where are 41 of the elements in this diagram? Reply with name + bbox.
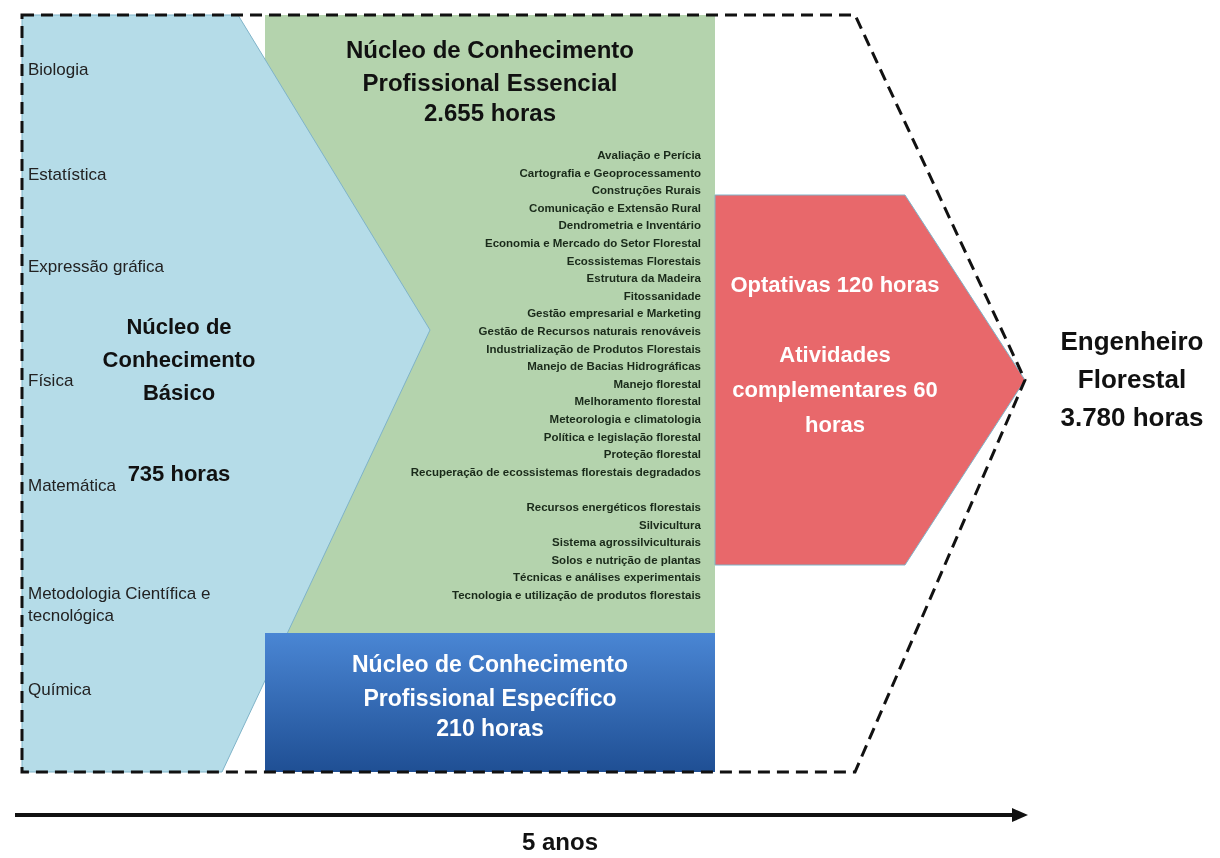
course-name: Manejo de Bacias Hidrográficas [526,359,701,375]
course-name: Industrialização de Produtos Florestais [485,341,701,357]
activity-label: Atividades complementares 60 horas [731,341,939,439]
course-name: Biologia [28,59,90,81]
course-name: Gestão de Recursos naturais renováveis [477,324,701,339]
section-heading: Núcleo de Conhecimento Profissional Específico [350,650,629,713]
section-heading: Núcleo de Conhecimento Profissional Essencial [344,35,635,98]
elective-label: Optativas 120 horas [729,271,941,299]
course-name: Tecnologia e utilização de produtos florestais [451,588,701,603]
course-name: Expressão gráfica [28,256,166,278]
course-name: Meteorologia e climatologia [548,412,701,427]
section-heading: Núcleo de Conhecimento Básico [101,313,257,407]
course-name: Matemática [28,475,117,497]
course-name: Silvicultura [638,517,701,533]
course-name: Dendrometria e Inventário [557,218,701,234]
course-name: Melhoramento florestal [573,394,701,410]
hours-label: 210 horas [435,715,545,742]
course-name: Estatística [28,164,108,186]
course-name: Proteção florestal [602,447,701,463]
course-name: Economia e Mercado do Setor Florestal [484,236,701,251]
course-name: Solos e nutrição de plantas [550,552,701,568]
section-panel [265,633,715,772]
course-name: Gestão empresarial e Marketing [526,306,701,322]
course-name: Química [28,679,93,701]
course-name: Metodologia Científica e tecnológica [28,583,212,627]
course-name: Recursos energéticos florestais [525,500,701,515]
course-name: Comunicação e Extensão Rural [528,200,701,216]
course-name: Cartografia e Geoprocessamento [518,165,701,181]
course-name: Sistema agrossilviculturais [551,535,701,551]
course-name: Avaliação e Perícia [596,148,701,163]
course-name: Ecossistemas Florestais [565,253,701,269]
course-name: Estrutura da Madeira [585,271,701,287]
course-name: Técnicas e análises experimentais [512,570,701,586]
course-name: Política e legislação florestal [542,429,701,445]
duration-label: 5 anos [521,828,599,856]
hours-label: 2.655 horas [422,99,558,127]
result-label: Engenheiro Florestal 3.780 horas [1059,325,1205,434]
course-name: Manejo florestal [612,376,701,392]
course-name: Construções Rurais [590,183,701,199]
course-name: Recuperação de ecossistemas florestais degradados [409,464,701,480]
course-name: Fitossanidade [622,288,701,304]
